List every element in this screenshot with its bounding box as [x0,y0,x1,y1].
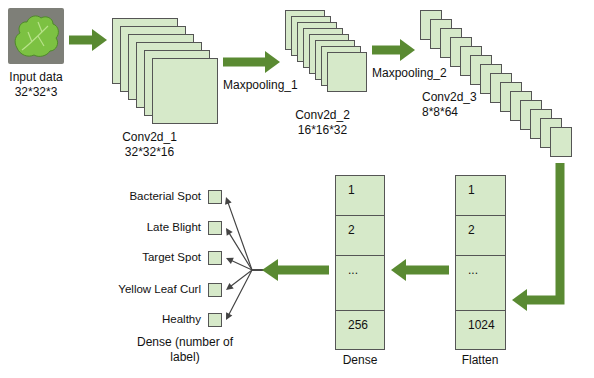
feature-map-stack: Conv2d_3 8*8*64 [420,10,572,157]
class-label: Yellow Leaf Curl [118,282,201,297]
arrow-head [265,51,280,73]
feature-map [327,52,367,92]
feature-map-stack: Conv2d_1 32*32*16 [112,18,218,124]
output-unit: Bacterial Spot [208,190,222,204]
arrow-shaft [229,270,329,315]
arrow-shaft [228,203,329,270]
vector-cell: 1 [456,176,505,216]
edge-label: Maxpooling_2 [371,66,448,81]
class-label: Late Blight [147,220,201,235]
vector-column: 12...256Dense [335,175,385,350]
arrow-head [391,259,406,281]
edge-label: Maxpooling_1 [222,78,299,93]
arrow-head [92,29,107,51]
layer-caption: Conv2d_2 16*16*32 [285,108,360,138]
vector-cell: 2 [336,216,384,256]
input-image-node: Input data 32*32*3 [8,8,64,64]
layer-arrow [391,259,449,281]
layer-caption: Conv2d_1 32*32*16 [112,130,187,160]
layer-caption: Conv2d_3 8*8*64 [422,90,484,120]
cell-text: 2 [348,223,355,238]
arrow-shaft [229,233,329,270]
arrow-head [226,258,234,264]
layer-arrow [69,29,107,51]
feature-map [550,127,572,157]
vector-body: 1 2... 256 [335,175,385,350]
vector-cell: 256 [336,311,384,351]
fan-arrow-shaft [276,266,329,275]
arrow-head [512,289,527,311]
fan-arrow-head [262,259,278,281]
vector-column: 12...1024Flatten [455,175,506,350]
class-label: Bacterial Spot [129,189,201,204]
cell-text: ... [348,263,358,278]
output-unit: Healthy [208,313,222,327]
vector-cell: 2 [456,216,505,256]
cell-text: 1 [348,183,355,198]
leaf-shape [15,16,58,56]
layer-caption: Flatten [435,353,525,368]
layer-caption: Dense [315,353,405,368]
cell-text: 1024 [468,318,495,333]
arrow-head [226,228,233,236]
arrow-head [225,197,232,205]
arrow-shaft [526,163,560,300]
cell-text: 256 [348,318,368,333]
vector-cell: ... [336,256,384,311]
fan-arrow [225,197,329,270]
output-caption: Dense (number of label) [135,335,235,365]
layer-arrow [372,39,415,61]
class-label: Target Spot [142,250,201,265]
layer-caption: Input data 32*32*3 [0,70,76,100]
leaf-vein [22,22,48,50]
vector-cell: 1024 [456,311,505,351]
vector-body: 1 2... 1024 [455,175,506,350]
leaf-image [8,8,64,64]
vector-cell: 1 [336,176,384,216]
output-unit: Target Spot [208,251,222,265]
output-unit: Late Blight [208,221,222,235]
cell-text: ... [468,263,478,278]
vector-cell: ... [456,256,505,311]
arrow-shaft [223,58,266,67]
arrow-head [226,283,234,290]
arrow-head [226,312,232,320]
layer-arrow [512,163,560,311]
cell-text: 1 [468,183,475,198]
arrow-shaft [69,36,93,45]
arrow-head [400,39,415,61]
cell-text: 2 [468,223,475,238]
class-label: Healthy [162,312,201,327]
layer-arrow [223,51,280,73]
image-ground [8,8,64,64]
arrow-shaft [405,266,449,275]
feature-map [152,58,218,124]
output-unit: Yellow Leaf Curl [208,283,222,297]
arrow-shaft [372,46,401,55]
